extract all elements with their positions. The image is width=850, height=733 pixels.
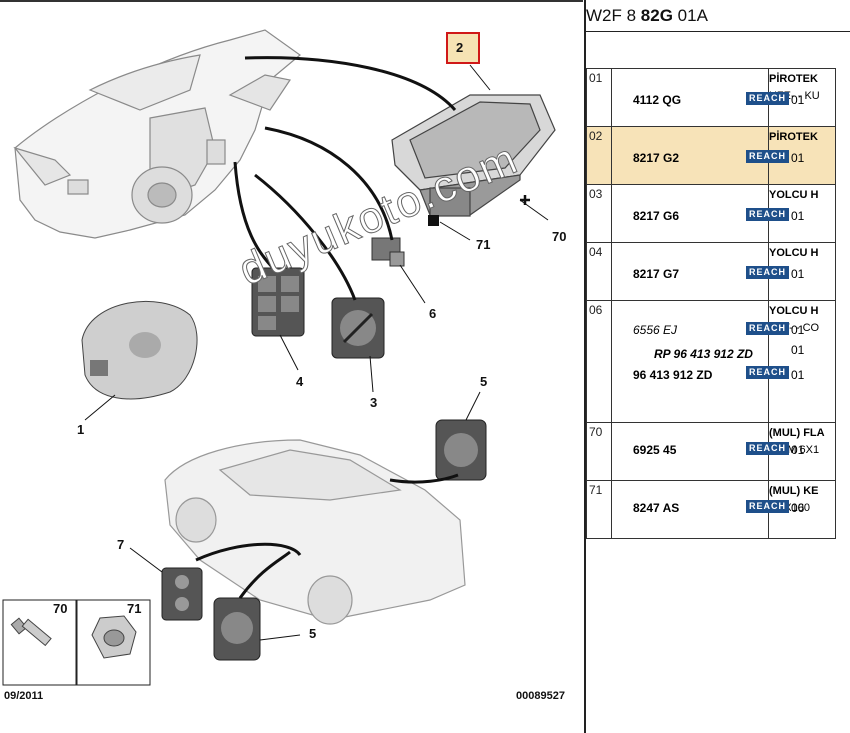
part-number[interactable]: 6556 EJ bbox=[633, 323, 678, 337]
fastener-legend bbox=[2, 599, 151, 686]
dashboard-drawing bbox=[13, 29, 301, 239]
quantity: 01 bbox=[791, 343, 805, 357]
callout-5-upper[interactable]: 5 bbox=[480, 374, 488, 389]
description-title: YOLCU H bbox=[769, 189, 819, 201]
row-number: 03 bbox=[586, 184, 612, 243]
callout-70[interactable]: 70 bbox=[552, 229, 567, 244]
airbag-indicator-3 bbox=[331, 297, 385, 359]
row-ref-cell: 8247 AS REACH 06 bbox=[611, 480, 804, 539]
bolt-icon bbox=[10, 617, 52, 647]
header-rule-top bbox=[586, 31, 850, 32]
part-number[interactable]: 6925 45 bbox=[633, 443, 677, 457]
selected-callout-box bbox=[446, 32, 480, 64]
part-number[interactable]: 8247 AS bbox=[633, 501, 680, 515]
passenger-airbag-module bbox=[391, 94, 556, 217]
description-title: PİROTEK bbox=[769, 131, 818, 143]
airbag-indicator-5-upper bbox=[435, 419, 487, 481]
row-ref-cell: 4112 QG REACH 01 bbox=[611, 68, 804, 127]
row-number: 04 bbox=[586, 242, 612, 301]
connector-part bbox=[371, 237, 405, 267]
leader-lines bbox=[195, 56, 459, 599]
part-number-alt[interactable]: 96 413 912 ZD bbox=[633, 368, 713, 382]
ref-suffix: 01A bbox=[677, 6, 708, 25]
part-number-alt[interactable]: RP 96 413 912 ZD bbox=[654, 347, 753, 361]
reach-badge: REACH bbox=[746, 92, 789, 105]
description-title: (MUL) FLA bbox=[769, 427, 825, 439]
ref-bold: 82G bbox=[640, 6, 673, 25]
row-ref-cell: 8217 G2 REACH 01 bbox=[611, 126, 804, 185]
table-row[interactable]: 06 6556 EJ REACH 01 RP 96 413 912 ZD 01 … bbox=[586, 300, 836, 423]
part-number[interactable]: 8217 G7 bbox=[633, 267, 680, 281]
diagram-reference-title: W2F 8 82G 01A bbox=[586, 6, 708, 26]
callout-6[interactable]: 6 bbox=[429, 306, 437, 321]
row-ref-cell: 6925 45 REACH 01 bbox=[611, 422, 804, 481]
ref-prefix: W2F 8 bbox=[586, 6, 637, 25]
callout-5-lower[interactable]: 5 bbox=[309, 626, 317, 641]
quantity: 01 bbox=[791, 93, 805, 107]
plus-marker bbox=[520, 195, 530, 205]
diagram-date: 09/2011 bbox=[4, 690, 44, 702]
callout-3[interactable]: 3 bbox=[370, 395, 378, 410]
legend-label-70: 70 bbox=[53, 601, 68, 616]
switch-panel-7 bbox=[161, 567, 203, 621]
steering-wheel-airbag bbox=[81, 300, 198, 400]
row-number: 02 bbox=[586, 126, 612, 185]
part-number[interactable]: 8217 G6 bbox=[633, 209, 680, 223]
quantity: 06 bbox=[791, 501, 805, 515]
quantity: 01 bbox=[791, 151, 805, 165]
description-title: YOLCU H bbox=[769, 247, 819, 259]
part-number[interactable]: 8217 G2 bbox=[633, 151, 680, 165]
row-number: 06 bbox=[586, 300, 612, 423]
nut-icon bbox=[91, 615, 137, 659]
row-ref-cell: 8217 G7 REACH 01 bbox=[611, 242, 804, 301]
callout-2[interactable]: 2 bbox=[456, 40, 464, 55]
table-row[interactable]: 03 8217 G6 REACH 01 YOLCU H bbox=[586, 184, 836, 243]
table-row-selected[interactable]: 02 8217 G2 REACH 01 PİROTEK bbox=[586, 126, 836, 185]
quantity: 01 bbox=[791, 443, 805, 457]
quantity: 01 bbox=[791, 209, 805, 223]
row-ref-cell: 6556 EJ REACH 01 RP 96 413 912 ZD 01 96 … bbox=[611, 300, 804, 423]
description-title: (MUL) KE bbox=[769, 485, 819, 497]
callout-7[interactable]: 7 bbox=[117, 537, 125, 552]
table-row[interactable]: 01 4112 QG REACH 01 PİROTEK HZE- - KU bbox=[586, 68, 836, 127]
reach-badge: REACH bbox=[746, 150, 789, 163]
description-title: PİROTEK bbox=[769, 73, 818, 85]
panel-divider bbox=[584, 0, 586, 733]
quantity: 01 bbox=[791, 368, 805, 382]
parts-diagram: 2 70 71 6 3 4 1 5 7 5 70 71 09/2011 0008… bbox=[0, 0, 583, 702]
callout-1[interactable]: 1 bbox=[77, 422, 85, 437]
reach-badge: REACH bbox=[746, 208, 789, 221]
callout-71[interactable]: 71 bbox=[476, 237, 491, 252]
part-number[interactable]: 4112 QG bbox=[633, 93, 682, 107]
reach-badge: REACH bbox=[746, 266, 789, 279]
diagram-doc-number: 00089527 bbox=[516, 690, 565, 702]
row-number: 01 bbox=[586, 68, 612, 127]
reach-badge: REACH bbox=[746, 442, 789, 455]
row-number: 70 bbox=[586, 422, 612, 481]
parts-table: 01 4112 QG REACH 01 PİROTEK HZE- - KU 02… bbox=[586, 68, 836, 539]
square-marker bbox=[428, 215, 439, 226]
table-row[interactable]: 70 6925 45 REACH 01 (MUL) FLA DIAM 6X1 bbox=[586, 422, 836, 481]
legend-label-71: 71 bbox=[127, 601, 142, 616]
reach-badge: REACH bbox=[746, 500, 789, 513]
description-title: YOLCU H bbox=[769, 305, 819, 317]
callout-lines bbox=[84, 64, 549, 641]
airbag-indicator-5-lower bbox=[213, 597, 261, 661]
row-number: 71 bbox=[586, 480, 612, 539]
reach-badge: REACH bbox=[746, 322, 789, 335]
car-drawing bbox=[164, 439, 466, 625]
quantity: 01 bbox=[791, 267, 805, 281]
parts-list-panel: W2F 8 82G 01A 01 4112 QG REACH 01 PİROTE… bbox=[586, 0, 850, 733]
table-row[interactable]: 71 8247 AS REACH 06 (MUL) KE M6X100 bbox=[586, 480, 836, 539]
switch-panel bbox=[251, 267, 305, 337]
quantity: 01 bbox=[791, 323, 805, 337]
row-ref-cell: 8217 G6 REACH 01 bbox=[611, 184, 804, 243]
exploded-view-illustration bbox=[0, 0, 583, 686]
reach-badge: REACH bbox=[746, 366, 789, 379]
callout-4[interactable]: 4 bbox=[296, 374, 304, 389]
description-cell: YOLCU H FXT- - CO bbox=[768, 300, 836, 423]
table-row[interactable]: 04 8217 G7 REACH 01 YOLCU H bbox=[586, 242, 836, 301]
